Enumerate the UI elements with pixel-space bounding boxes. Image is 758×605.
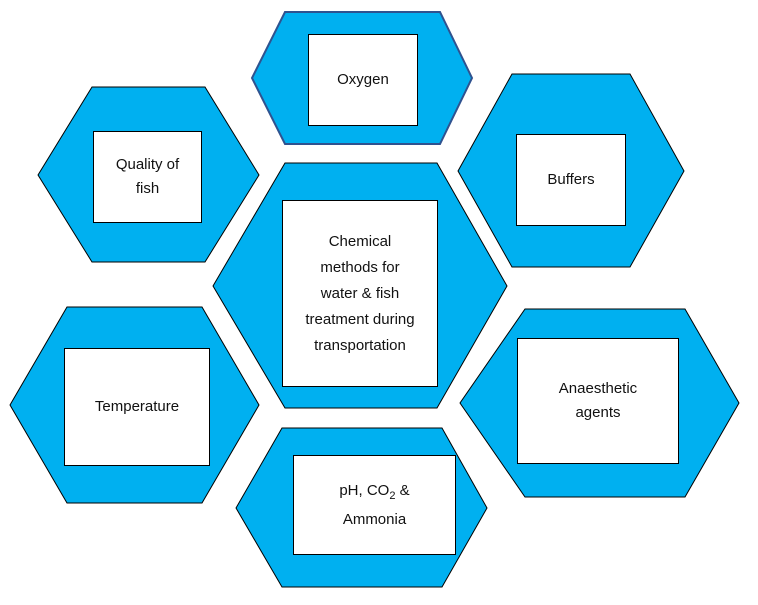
- label-box-ph-co2-ammonia: pH, CO2 & Ammonia: [293, 455, 456, 555]
- ammonia-text: & Ammonia: [342, 481, 410, 528]
- label-box-buffers: Buffers: [516, 134, 626, 226]
- anaesthetic-label: Anaesthetic agents: [558, 380, 638, 421]
- ph-co2-ammonia-label: pH, CO2 & Ammonia: [339, 479, 409, 532]
- label-box-center: Chemical methods for water & fish treatm…: [282, 200, 438, 387]
- label-box-anaesthetic: Anaesthetic agents: [517, 338, 679, 464]
- temperature-label: Temperature: [94, 398, 180, 415]
- subscript-2: 2: [389, 489, 396, 502]
- label-box-temperature: Temperature: [64, 348, 210, 466]
- label-box-quality-of-fish: Quality of fish: [93, 131, 202, 223]
- oxygen-label: Oxygen: [337, 71, 389, 88]
- buffers-label: Buffers: [547, 171, 595, 188]
- label-box-oxygen: Oxygen: [308, 34, 418, 126]
- center-title: Chemical methods for water & fish treatm…: [305, 232, 415, 354]
- quality-of-fish-label: Quality of fish: [115, 156, 180, 197]
- ph-co-text: pH, CO: [339, 481, 390, 499]
